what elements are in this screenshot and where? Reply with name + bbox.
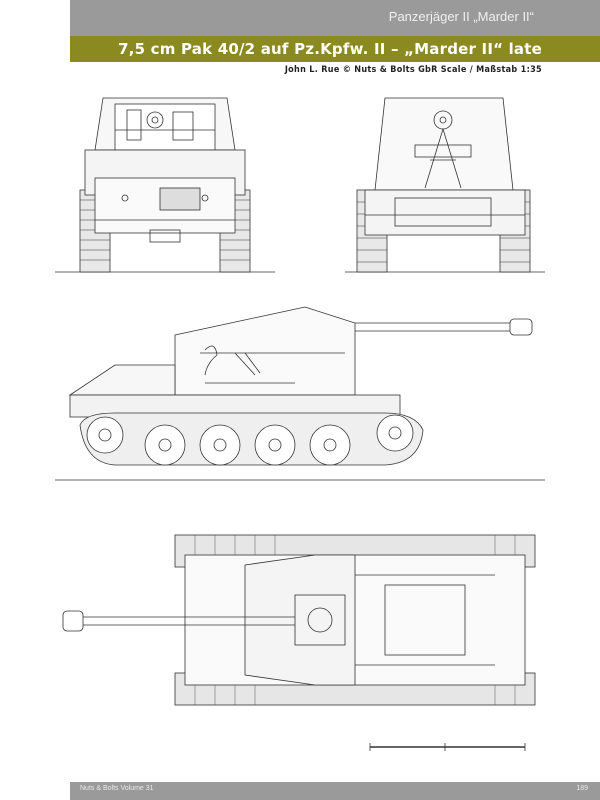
front-view-drawing xyxy=(55,97,275,273)
top-view-drawing xyxy=(62,534,536,751)
footer-band: Nuts & Bolts Volume 31 189 xyxy=(70,782,600,800)
side-view-drawing xyxy=(55,306,545,481)
title-band: 7,5 cm Pak 40/2 auf Pz.Kpfw. II – „Marde… xyxy=(70,36,600,62)
series-title: Panzerjäger II „Marder II“ xyxy=(388,9,534,24)
rear-view-drawing xyxy=(345,97,545,273)
header-band: Panzerjäger II „Marder II“ xyxy=(70,0,600,36)
page-number: 189 xyxy=(576,785,588,792)
page-title: 7,5 cm Pak 40/2 auf Pz.Kpfw. II – „Marde… xyxy=(118,40,542,58)
credit-line: John L. Rue © Nuts & Bolts GbR Scale / M… xyxy=(284,65,542,75)
footer-volume: Nuts & Bolts Volume 31 xyxy=(80,785,154,792)
